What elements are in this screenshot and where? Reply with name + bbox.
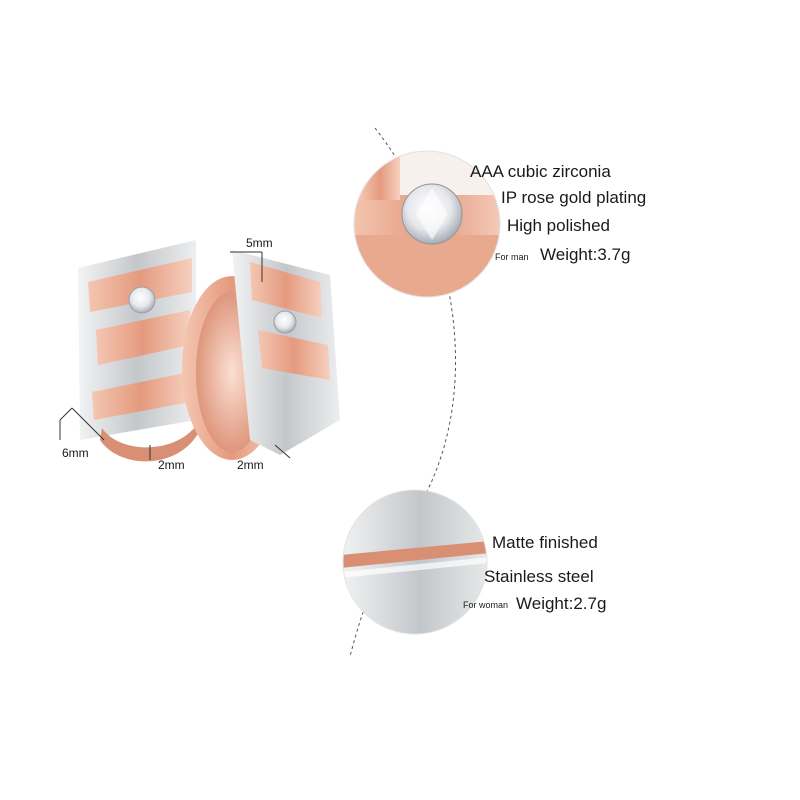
feature-cubic-zirconia: AAA cubic zirconia	[470, 162, 611, 181]
woman-ring	[182, 250, 340, 460]
feature-high-polished: High polished	[507, 216, 611, 235]
feature-rose-gold-plating: IP rose gold plating	[501, 188, 647, 207]
man-weight: Weight:3.7g	[540, 245, 631, 264]
for-man-label: For man	[495, 252, 529, 262]
feature-matte-finished: Matte finished	[492, 533, 598, 552]
dimension-woman-thickness: 2mm	[237, 458, 264, 472]
dimension-lines	[59, 251, 291, 460]
dimension-top-width: 5mm	[246, 236, 273, 250]
feature-stainless-steel: Stainless steel	[484, 567, 594, 586]
dimension-man-width: 6mm	[62, 446, 89, 460]
woman-weight: Weight:2.7g	[516, 594, 607, 613]
man-ring	[78, 240, 200, 462]
for-woman-label: For woman	[463, 600, 509, 610]
dimension-man-thickness: 2mm	[158, 458, 185, 472]
detail-circle-matte	[343, 490, 487, 634]
